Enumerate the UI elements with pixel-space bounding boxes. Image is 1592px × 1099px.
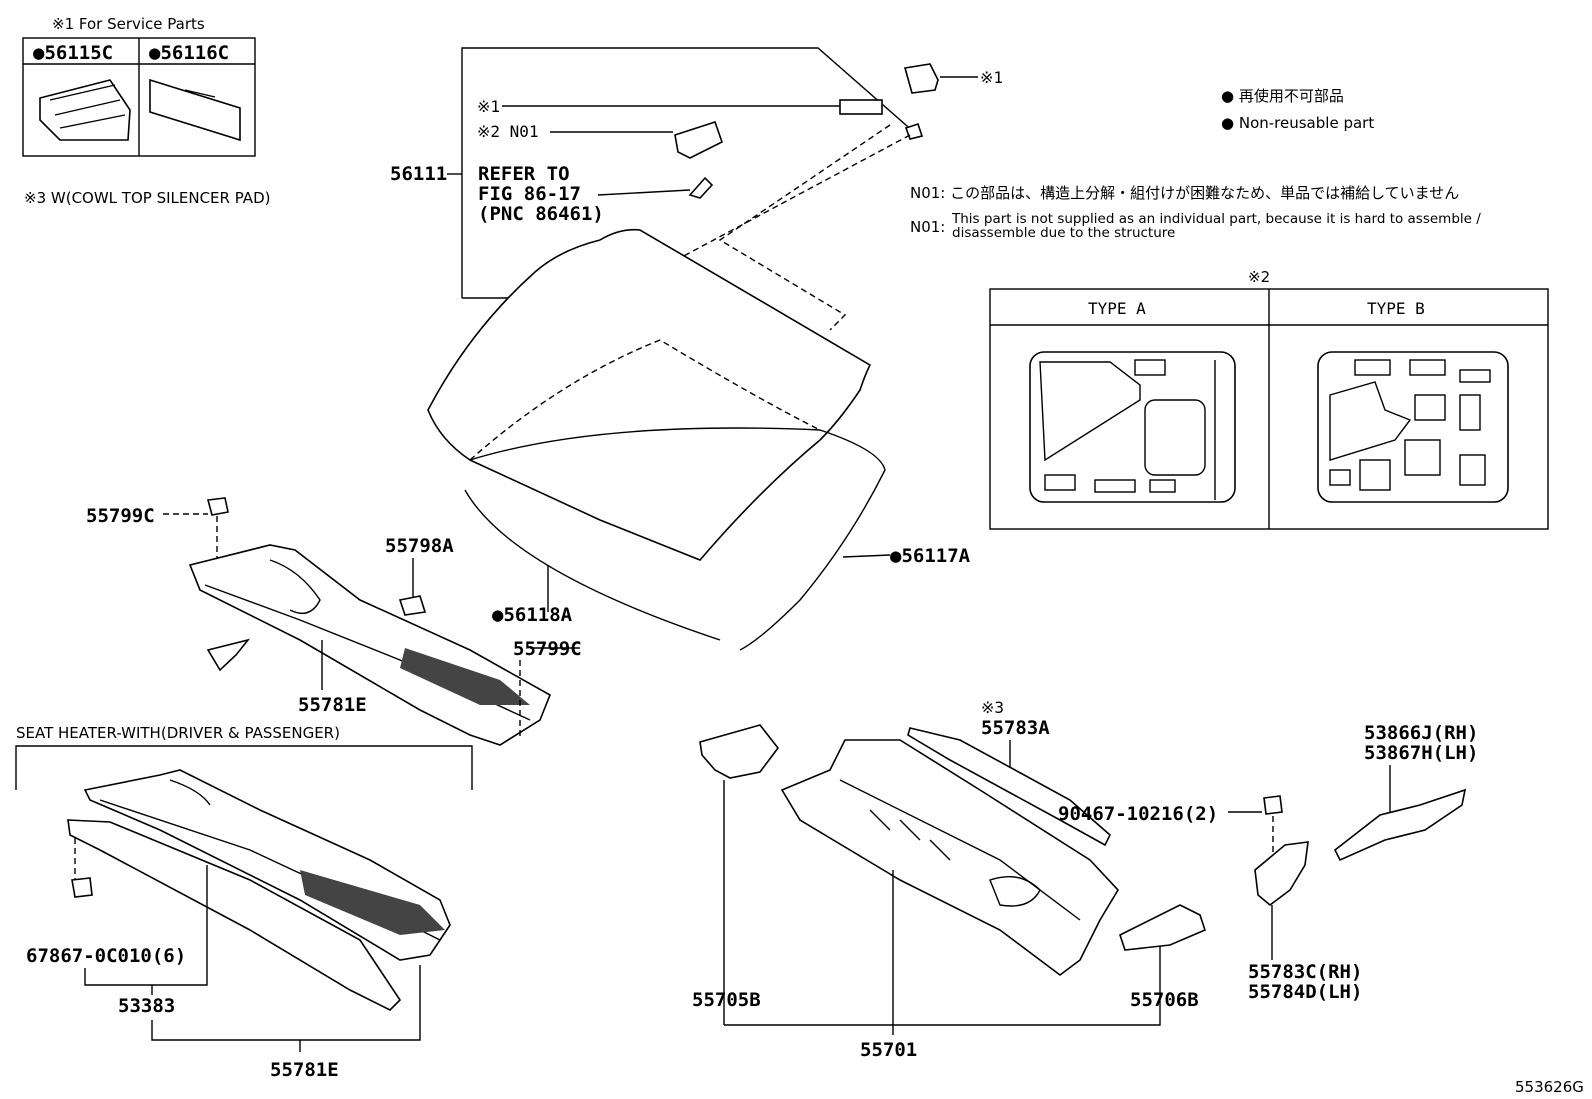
refer-line-2: FIG 86-17 [478, 183, 581, 205]
figure-id: 553626G [1515, 1078, 1584, 1096]
refer-line-1: REFER TO [478, 163, 570, 185]
clip-part-small [904, 122, 924, 140]
label-55701: 55701 [860, 1039, 917, 1061]
label-53866j: 53866J(RH) [1364, 722, 1478, 744]
label-55798a: 55798A [385, 535, 454, 557]
silencer-pad-55783a [907, 727, 1111, 847]
label-56118a: ●56118A [492, 604, 573, 626]
clip-part-top [903, 63, 939, 94]
seat-heater-bracket [15, 745, 473, 790]
n01-note-en-line1: This part is not supplied as an individu… [951, 211, 1481, 227]
label-55784d: 55784D(LH) [1248, 981, 1362, 1003]
n01-note-en-line2: disassemble due to the structure [952, 225, 1175, 241]
label-55799c-b: 55799C [513, 638, 582, 660]
label-mark1-left: ※1 [477, 97, 500, 116]
label-55783a: 55783A [981, 717, 1050, 739]
refer-line-3: (PNC 86461) [478, 203, 604, 225]
n01-note-prefix: N01: [910, 218, 945, 236]
type-a-header: TYPE A [1088, 299, 1146, 318]
service-parts-note: ※1 For Service Parts [52, 15, 205, 33]
label-55706b: 55706B [1130, 989, 1199, 1011]
n01-note-jp: N01: この部品は、構造上分解・組付けが困難なため、単品では補給していません [910, 184, 1459, 202]
bracket-55783c [1254, 841, 1309, 907]
label-55799c-a: 55799C [86, 505, 155, 527]
note-3: ※3 W(COWL TOP SILENCER PAD) [24, 189, 270, 207]
clip-90467 [1263, 795, 1283, 815]
type-a-drawing [1029, 351, 1236, 503]
cowl-panel-55781e-lower [83, 769, 451, 961]
pad-56116c-drawing [149, 78, 241, 142]
windshield-glass [427, 228, 872, 561]
label-53867h: 53867H(LH) [1364, 742, 1478, 764]
legend-jp: ● 再使用不可部品 [1221, 87, 1344, 105]
clip-67867 [71, 877, 93, 898]
part-55705b [699, 724, 780, 779]
label-55781e-a: 55781E [298, 694, 367, 716]
legend-en: ● Non-reusable part [1221, 114, 1374, 132]
pad-part [839, 99, 883, 115]
label-55705b: 55705B [692, 989, 761, 1011]
cowl-seal-53383 [67, 819, 402, 1011]
label-56117a: ●56117A [890, 545, 971, 567]
type-b-drawing [1317, 351, 1509, 503]
seat-heater-label: SEAT HEATER-WITH(DRIVER & PASSENGER) [16, 724, 340, 742]
service-part-56115c: ●56115C [33, 42, 113, 64]
clip-55799c-a [206, 497, 229, 516]
label-55783c: 55783C(RH) [1248, 961, 1362, 983]
label-55781e-b: 55781E [270, 1059, 339, 1081]
label-56111: 56111 [390, 163, 447, 185]
label-53383: 53383 [118, 995, 175, 1017]
dash-panel-55701 [780, 739, 1119, 976]
label-mark2-n01: ※2 N01 [477, 122, 539, 141]
install-arrow [206, 638, 251, 672]
label-mark1-top: ※1 [980, 68, 1003, 87]
bracket-56111 [461, 47, 916, 298]
bracket-53866j [1333, 788, 1467, 862]
part-55706b [1119, 904, 1206, 951]
type-b-header: TYPE B [1367, 299, 1425, 318]
service-part-56116c: ●56116C [149, 42, 229, 64]
type-table-marker: ※2 [1248, 268, 1270, 286]
label-90467: 90467-10216(2) [1058, 803, 1218, 825]
label-mark3: ※3 [981, 698, 1004, 717]
moulding-56117a [469, 427, 886, 651]
label-67867: 67867-0C010(6) [26, 945, 186, 967]
dam-56118a [464, 489, 721, 641]
n01-bracket-part [674, 120, 723, 159]
cowl-panel-55781e-upper [188, 544, 552, 746]
part-55798a [398, 595, 427, 616]
clip-56115c-drawing [39, 79, 131, 141]
mirror-base-part [688, 176, 714, 199]
